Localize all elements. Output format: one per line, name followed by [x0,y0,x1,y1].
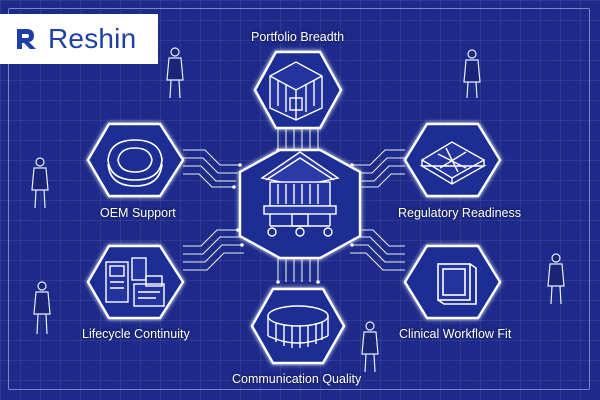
person-figure-icon [33,281,51,335]
brand-name: Reshin [48,23,137,54]
reshin-logo-icon [17,29,36,49]
monitor-frame-icon [437,263,477,305]
cushion-ring-icon [107,139,163,187]
person-figure-icon [547,253,565,305]
label-lifecycle-continuity: Lifecycle Continuity [82,327,190,341]
circuit-connectors [183,125,405,282]
cylinder-band-icon [267,305,329,348]
cube-stack-icon [269,61,323,121]
hex-node-lifecycle [86,244,185,320]
person-figure-icon [463,49,481,99]
person-figure-icon [31,157,49,209]
label-clinical-workflow-fit: Clinical Workflow Fit [399,327,512,341]
hex-node-oem [86,122,185,198]
certified-tray-icon [419,141,487,185]
business-figures [31,47,565,373]
medical-cart-icon [260,151,340,237]
person-figure-icon [361,321,379,373]
label-portfolio-breadth: Portfolio Breadth [251,30,345,44]
label-oem-support: OEM Support [100,206,176,220]
device-modules-icon [105,257,165,307]
brand-logo: Reshin [0,14,158,64]
blueprint-frame [8,8,590,390]
person-figure-icon [166,47,184,99]
label-communication-quality: Communication Quality [232,372,362,386]
label-regulatory-readiness: Regulatory Readiness [398,206,521,220]
